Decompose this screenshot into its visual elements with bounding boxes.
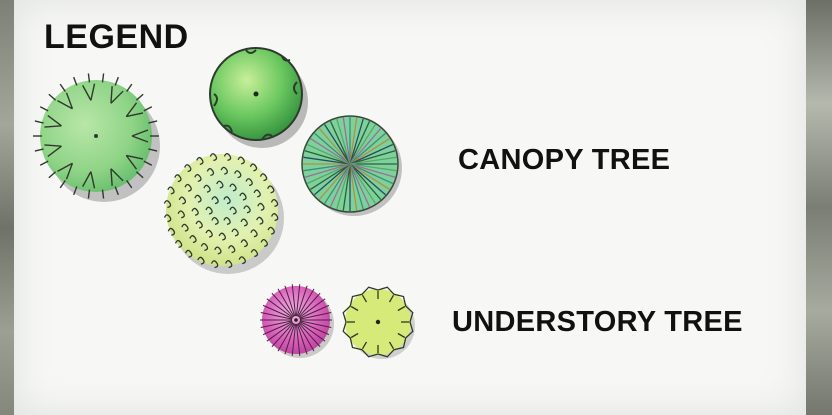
aerial-photo-edge-right bbox=[806, 0, 832, 415]
canopy-fluffy-tree-icon bbox=[156, 146, 292, 280]
understory-pink-tree-icon bbox=[258, 282, 340, 362]
legend-title: LEGEND bbox=[44, 18, 189, 57]
understory-tree-label: UNDERSTORY TREE bbox=[452, 306, 743, 339]
aerial-photo-edge-left bbox=[0, 0, 14, 415]
canopy-tree-label: CANOPY TREE bbox=[458, 144, 670, 177]
canopy-spiky-tree-icon bbox=[30, 72, 170, 212]
understory-lime-tree-icon bbox=[340, 284, 420, 362]
canopy-radial-tree-icon bbox=[296, 112, 408, 220]
